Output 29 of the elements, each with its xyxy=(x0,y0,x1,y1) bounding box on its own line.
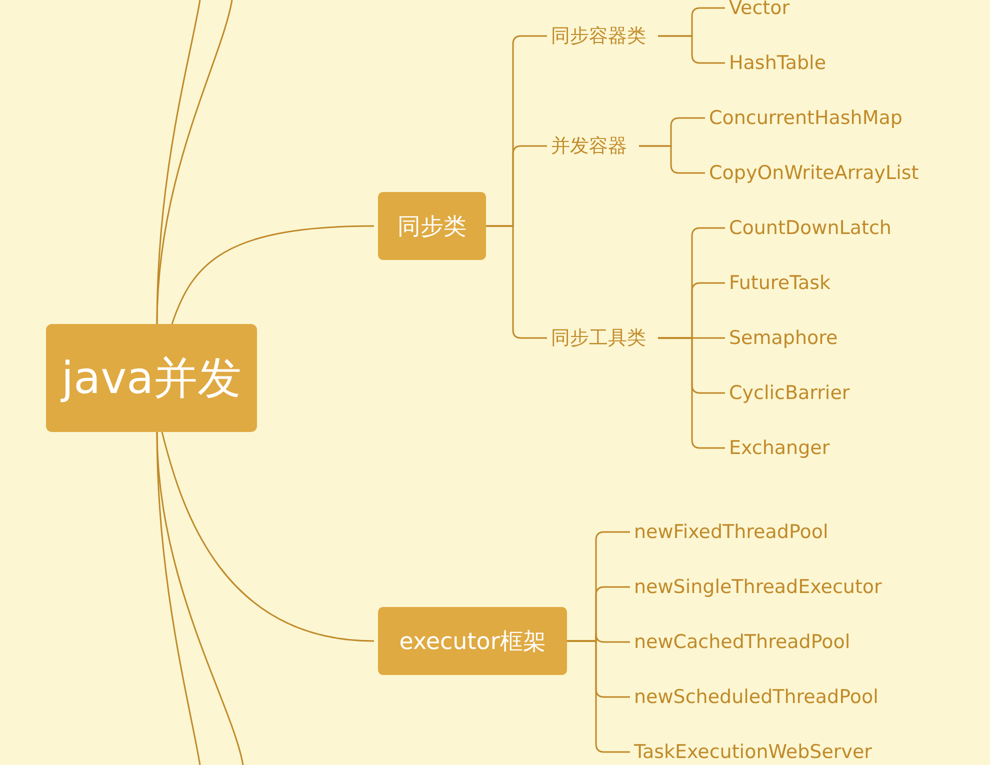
subtopic-label: ConcurrentHashMap xyxy=(709,106,902,130)
topic-box: 同步类 xyxy=(378,192,486,260)
subtopic-label: TaskExecutionWebServer xyxy=(634,740,872,764)
subtopic-label: newScheduledThreadPool xyxy=(634,685,878,709)
central-topic-box: java并发 xyxy=(46,324,257,432)
connector-line xyxy=(658,35,725,64)
connector-line xyxy=(156,0,201,324)
subtopic-label: Exchanger xyxy=(729,436,830,460)
connector-line xyxy=(171,225,374,324)
subtopic-label: FutureTask xyxy=(729,271,831,295)
connector-line xyxy=(161,432,374,642)
subtopic-label: newFixedThreadPool xyxy=(634,520,828,544)
subtopic-label: Semaphore xyxy=(729,326,838,350)
subtopic-label: CountDownLatch xyxy=(729,216,892,240)
connector-line xyxy=(156,0,233,324)
connector-line xyxy=(486,225,547,339)
subtopic-label: 同步容器类 xyxy=(551,24,646,48)
subtopic-label: HashTable xyxy=(729,51,826,75)
topic-box: executor框架 xyxy=(378,607,567,675)
connector-line xyxy=(567,640,630,753)
subtopic-label: Vector xyxy=(729,0,790,20)
subtopic-label: CopyOnWriteArrayList xyxy=(709,161,919,185)
subtopic-label: 同步工具类 xyxy=(551,326,646,350)
subtopic-label: CyclicBarrier xyxy=(729,381,850,405)
connector-line xyxy=(156,432,244,765)
subtopic-label: newCachedThreadPool xyxy=(634,630,850,654)
connector-line xyxy=(639,145,705,174)
subtopic-label: newSingleThreadExecutor xyxy=(634,575,882,599)
subtopic-label: 并发容器 xyxy=(551,134,627,158)
